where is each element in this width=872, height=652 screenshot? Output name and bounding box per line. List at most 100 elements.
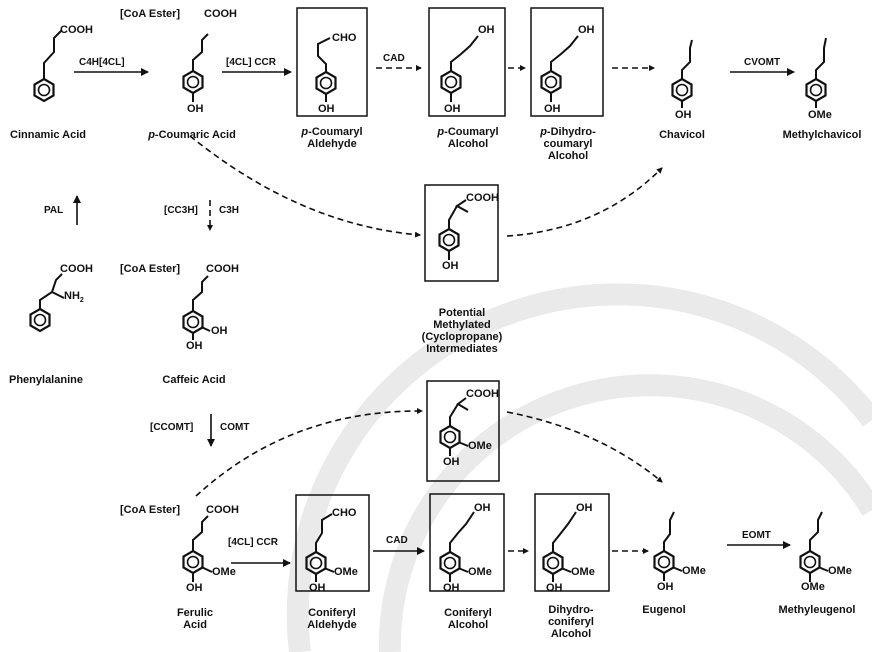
enzyme-c4h-4cl: C4H[4CL] <box>79 57 125 68</box>
group-oh-dihydro-ring: OH <box>544 103 561 115</box>
box-p-coumaryl-alcohol <box>428 7 506 117</box>
group-cooh-cinnamic: COOH <box>60 24 93 36</box>
box-p-coumaryl-aldehyde <box>296 7 368 117</box>
dashed-arrows <box>189 65 663 554</box>
group-oh-coniferyl-aldehyde: OH <box>309 582 326 594</box>
group-coa-ester-coumaric: [CoA Ester] <box>120 8 181 20</box>
group-oh-coniferyl-alcohol-top: OH <box>474 502 491 514</box>
label-ferulic-acid: Ferulic Acid <box>176 607 214 631</box>
box-coniferyl-alcohol <box>429 493 505 592</box>
group-ome-eugenol: OMe <box>682 565 706 577</box>
intermediate-bottom-structure <box>439 397 469 456</box>
group-coa-ester-ferulic: [CoA Ester] <box>120 504 181 516</box>
intermediate-top-structure <box>438 199 469 260</box>
group-oh-caffeic-para: OH <box>186 340 203 352</box>
arrow-ferulic-to-intermediate <box>195 407 423 497</box>
box-p-dihydrocoumaryl-alcohol <box>530 7 604 117</box>
label-cinnamic-acid: Cinnamic Acid <box>10 129 86 141</box>
arrow-intermediate-to-eugenol <box>506 411 663 483</box>
group-oh-alcohol-top: OH <box>478 24 495 36</box>
phenylalanine-structure <box>29 273 65 333</box>
group-nh-text: NH <box>64 290 80 302</box>
p-dihydrocoumaryl-alcohol-structure <box>540 35 579 102</box>
arrow-coumaric-to-intermediate <box>189 135 421 238</box>
group-ome-coniferyl-alcohol: OMe <box>468 566 492 578</box>
cinnamic-acid-structure <box>33 29 63 103</box>
group-ome-methylchavicol: OMe <box>808 109 832 121</box>
p-coumaryl-aldehyde-structure <box>315 37 337 102</box>
group-oh-ferulic: OH <box>186 582 203 594</box>
label-p-coumaryl-aldehyde: p-Coumaryl Aldehyde <box>301 126 363 150</box>
solid-arrows <box>73 68 795 567</box>
group-ome-dihydroconiferyl: OMe <box>571 566 595 578</box>
group-cooh-caffeic: COOH <box>206 263 239 275</box>
group-oh-coniferyl-alcohol-ring: OH <box>443 582 460 594</box>
label-chavicol: Chavicol <box>659 129 705 141</box>
group-ome-methyleugenol-para: OMe <box>801 581 825 593</box>
group-ome-ferulic: OMe <box>212 566 236 578</box>
label-p-dihydrocoumaryl-alcohol: p-Dihydro- coumaryl Alcohol <box>540 126 596 162</box>
group-oh-dihydroconiferyl-top: OH <box>576 502 593 514</box>
enzyme-ccomt: [CCOMT] <box>150 422 194 433</box>
watermark-seal <box>286 283 872 652</box>
highlight-boxes <box>295 7 610 592</box>
group-oh-eugenol: OH <box>657 581 674 593</box>
group-oh-alcohol-ring: OH <box>444 103 461 115</box>
chavicol-structure <box>671 39 693 108</box>
group-ome-methyleugenol-meta: OMe <box>828 565 852 577</box>
group-oh-chavicol: OH <box>675 109 692 121</box>
label-methylchavicol: Methylchavicol <box>782 129 862 141</box>
group-nh-subscript: 2 <box>79 297 84 305</box>
group-oh-dihydroconiferyl-ring: OH <box>546 582 563 594</box>
enzyme-cad-bottom: CAD <box>386 535 408 546</box>
coniferyl-alcohol-structure <box>439 511 475 582</box>
group-ome-intermediate-bottom: OMe <box>468 440 492 452</box>
group-oh-intermediate-bottom: OH <box>443 456 460 468</box>
group-oh-aldehyde: OH <box>318 103 335 115</box>
group-cho-aldehyde: CHO <box>332 32 357 44</box>
group-oh-caffeic-meta: OH <box>211 325 228 337</box>
group-cho-coniferyl-aldehyde: CHO <box>332 507 357 519</box>
label-p-coumaric-acid: p-Coumaric Acid <box>148 129 236 141</box>
group-oh-coumaric: OH <box>187 103 204 115</box>
enzyme-cvomt: CVOMT <box>744 57 781 68</box>
enzyme-eomt: EOMT <box>742 530 771 541</box>
coniferyl-aldehyde-structure <box>305 513 335 582</box>
p-coumaric-acid-structure <box>182 33 209 102</box>
methylchavicol-structure <box>805 37 827 108</box>
enzyme-comt: COMT <box>220 422 250 433</box>
enzyme-cad-top: CAD <box>383 53 405 64</box>
group-oh-intermediate-top: OH <box>442 260 459 272</box>
label-dihydroconiferyl-alcohol: Dihydro- coniferyl Alcohol <box>548 604 594 640</box>
caffeic-acid-structure <box>182 275 211 340</box>
box-coniferyl-aldehyde <box>295 494 370 592</box>
group-coa-ester-caffeic: [CoA Ester] <box>120 263 181 275</box>
group-nh2: NH2 <box>64 291 84 306</box>
enzyme-4cl-ccr-bottom: [4CL] CCR <box>228 537 278 548</box>
label-methyleugenol: Methyleugenol <box>778 604 856 616</box>
enzyme-c3h: C3H <box>219 205 240 216</box>
group-cooh-coumaric: COOH <box>204 8 237 20</box>
group-ome-coniferyl-aldehyde: OMe <box>334 566 358 578</box>
label-intermediates: Potential Methylated (Cyclopropane) Inte… <box>421 307 503 355</box>
label-phenylalanine: Phenylalanine <box>9 374 83 386</box>
group-cooh-intermediate-bottom: COOH <box>466 388 499 400</box>
group-oh-dihydro-top: OH <box>578 24 595 36</box>
box-intermediate-bottom <box>426 380 500 482</box>
methyleugenol-structure <box>799 511 829 582</box>
enzyme-4cl-ccr-top: [4CL] CCR <box>226 57 276 68</box>
label-p-coumaryl-alcohol: p-Coumaryl Alcohol <box>437 126 499 150</box>
label-caffeic-acid: Caffeic Acid <box>162 374 226 386</box>
eugenol-structure <box>653 511 683 581</box>
enzyme-pal: PAL <box>44 205 64 216</box>
label-coniferyl-aldehyde: Coniferyl Aldehyde <box>307 607 357 631</box>
ferulic-acid-structure <box>182 515 213 582</box>
box-intermediate-top <box>424 184 499 282</box>
group-cooh-intermediate-top: COOH <box>466 192 499 204</box>
p-coumaryl-alcohol-structure <box>440 35 479 102</box>
label-coniferyl-alcohol: Coniferyl Alcohol <box>444 607 492 631</box>
enzyme-cc3h: [CC3H] <box>164 205 198 216</box>
label-eugenol: Eugenol <box>642 604 686 616</box>
